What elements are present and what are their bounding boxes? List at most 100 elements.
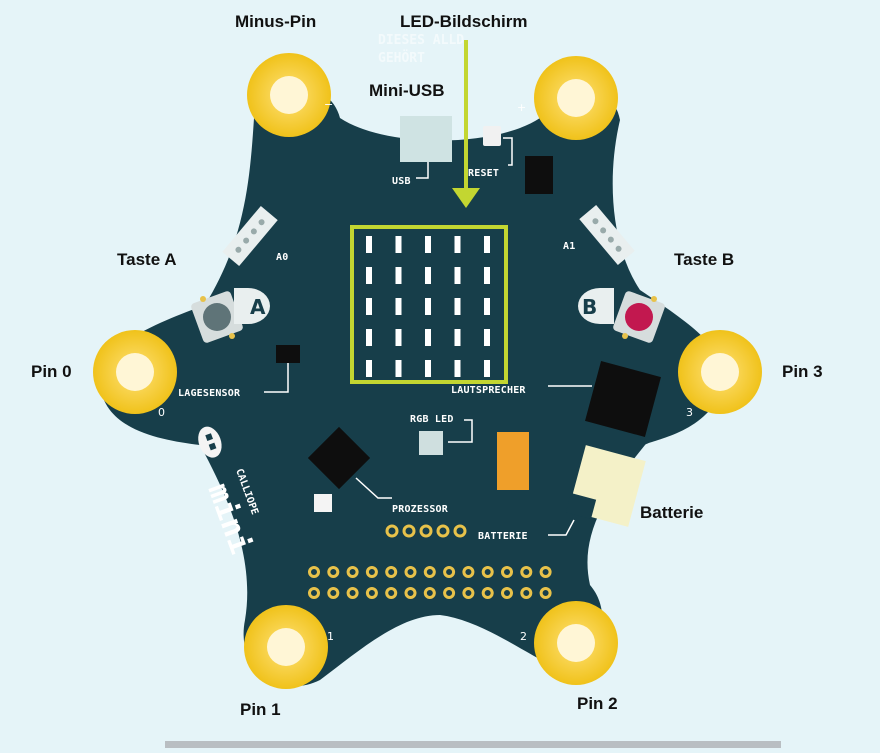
header-pin xyxy=(520,566,533,578)
position-sensor-chip xyxy=(276,345,300,363)
led-pixel xyxy=(395,236,402,253)
calliope-logo xyxy=(198,426,222,458)
led-pixel xyxy=(366,329,372,346)
header-pin xyxy=(346,587,359,599)
led-pixel xyxy=(395,298,402,315)
header-pin xyxy=(423,566,436,578)
led-pixel xyxy=(425,236,431,253)
bottom-scroll-strip xyxy=(165,741,781,748)
header-pin xyxy=(501,587,513,599)
pin-2 xyxy=(534,601,618,685)
header-pin xyxy=(308,566,320,578)
battery-connector xyxy=(565,445,646,527)
header-pin xyxy=(481,566,494,578)
header-pin xyxy=(365,566,378,578)
silk-prozessor: PROZESSOR xyxy=(392,504,449,515)
led-pixel xyxy=(395,360,402,377)
led-matrix-frame xyxy=(350,225,508,384)
button-b xyxy=(613,291,665,343)
faded-print-line1: DIESES ALLD xyxy=(378,33,464,48)
solder-pad xyxy=(419,524,433,538)
silk-a-letter: A xyxy=(250,295,266,319)
header-pin xyxy=(346,566,359,578)
pad-row-small xyxy=(385,524,467,538)
header-pin xyxy=(539,566,552,578)
header-pin xyxy=(539,587,552,599)
led-pixel xyxy=(425,360,431,377)
silk-a1: A1 xyxy=(563,241,575,252)
label-led-screen: LED-Bildschirm xyxy=(400,12,528,31)
label-battery: Batterie xyxy=(640,503,704,522)
solder-pad xyxy=(436,524,450,538)
led-pixel xyxy=(395,329,402,346)
badge-b: B xyxy=(578,288,614,324)
header-pin xyxy=(423,587,436,599)
solder-pad xyxy=(453,524,467,538)
led-pixel xyxy=(484,360,490,377)
led-pixel xyxy=(454,267,461,284)
silk-lautsprecher: LAUTSPRECHER xyxy=(451,385,526,396)
silk-a0: A0 xyxy=(276,252,288,263)
led-pixel xyxy=(454,236,461,253)
label-pin2: Pin 2 xyxy=(577,694,618,713)
led-pixel xyxy=(366,360,372,377)
led-pixel xyxy=(425,298,431,315)
silk-reset: RESET xyxy=(468,168,499,179)
solder-pad xyxy=(385,524,399,538)
led-pixel xyxy=(425,267,431,284)
silk-minus: − xyxy=(324,98,333,111)
header-pin xyxy=(462,587,475,599)
black-chip-top xyxy=(525,156,553,194)
led-pixel xyxy=(484,236,490,253)
led-pixel xyxy=(454,360,461,377)
connector-a0 xyxy=(222,205,278,267)
silk-pin1-num: 1 xyxy=(327,630,334,643)
led-pixel xyxy=(366,267,372,284)
silk-b-letter: B xyxy=(582,295,597,319)
led-pixel xyxy=(395,267,402,284)
header-pin xyxy=(385,566,398,578)
badge-a: A xyxy=(234,288,270,324)
led-pixel xyxy=(454,298,461,315)
silk-pin3-num: 3 xyxy=(686,406,693,419)
header-pin xyxy=(443,587,456,599)
label-pin1: Pin 1 xyxy=(240,700,281,719)
pin-plus xyxy=(534,56,618,140)
pin-3 xyxy=(678,330,762,414)
label-mini-usb: Mini-USB xyxy=(369,81,445,100)
header-pin xyxy=(404,566,417,578)
silk-rgb-led: RGB LED xyxy=(410,414,454,425)
led-pixel xyxy=(366,236,372,253)
faded-print-line2: GEHÖRT xyxy=(378,50,425,66)
usb-port xyxy=(400,116,452,162)
label-minus-pin: Minus-Pin xyxy=(235,12,317,31)
rgb-led xyxy=(419,431,443,455)
silk-plus: + xyxy=(517,101,526,114)
led-arrow-head xyxy=(452,188,480,208)
header-pins xyxy=(308,566,552,599)
header-pin xyxy=(481,587,494,599)
header-pin xyxy=(327,566,340,578)
pin-0 xyxy=(93,330,177,414)
pin-minus xyxy=(247,53,331,137)
led-pixel xyxy=(454,329,461,346)
orange-chip xyxy=(497,432,529,490)
silk-pin0-num: 0 xyxy=(158,406,165,419)
led-pixel xyxy=(484,267,490,284)
led-pixel xyxy=(425,329,431,346)
speaker xyxy=(585,361,661,437)
silk-lagesensor: LAGESENSOR xyxy=(178,388,241,399)
solder-pad xyxy=(402,524,416,538)
processor xyxy=(307,426,371,490)
header-pin xyxy=(308,587,320,599)
header-pin xyxy=(501,566,513,578)
silk-pin2-num: 2 xyxy=(520,630,527,643)
led-matrix xyxy=(366,236,490,377)
header-pin xyxy=(443,566,456,578)
label-pin3: Pin 3 xyxy=(782,362,823,381)
led-pixel xyxy=(366,298,372,315)
connector-a1 xyxy=(579,204,635,266)
label-pin0: Pin 0 xyxy=(31,362,72,381)
